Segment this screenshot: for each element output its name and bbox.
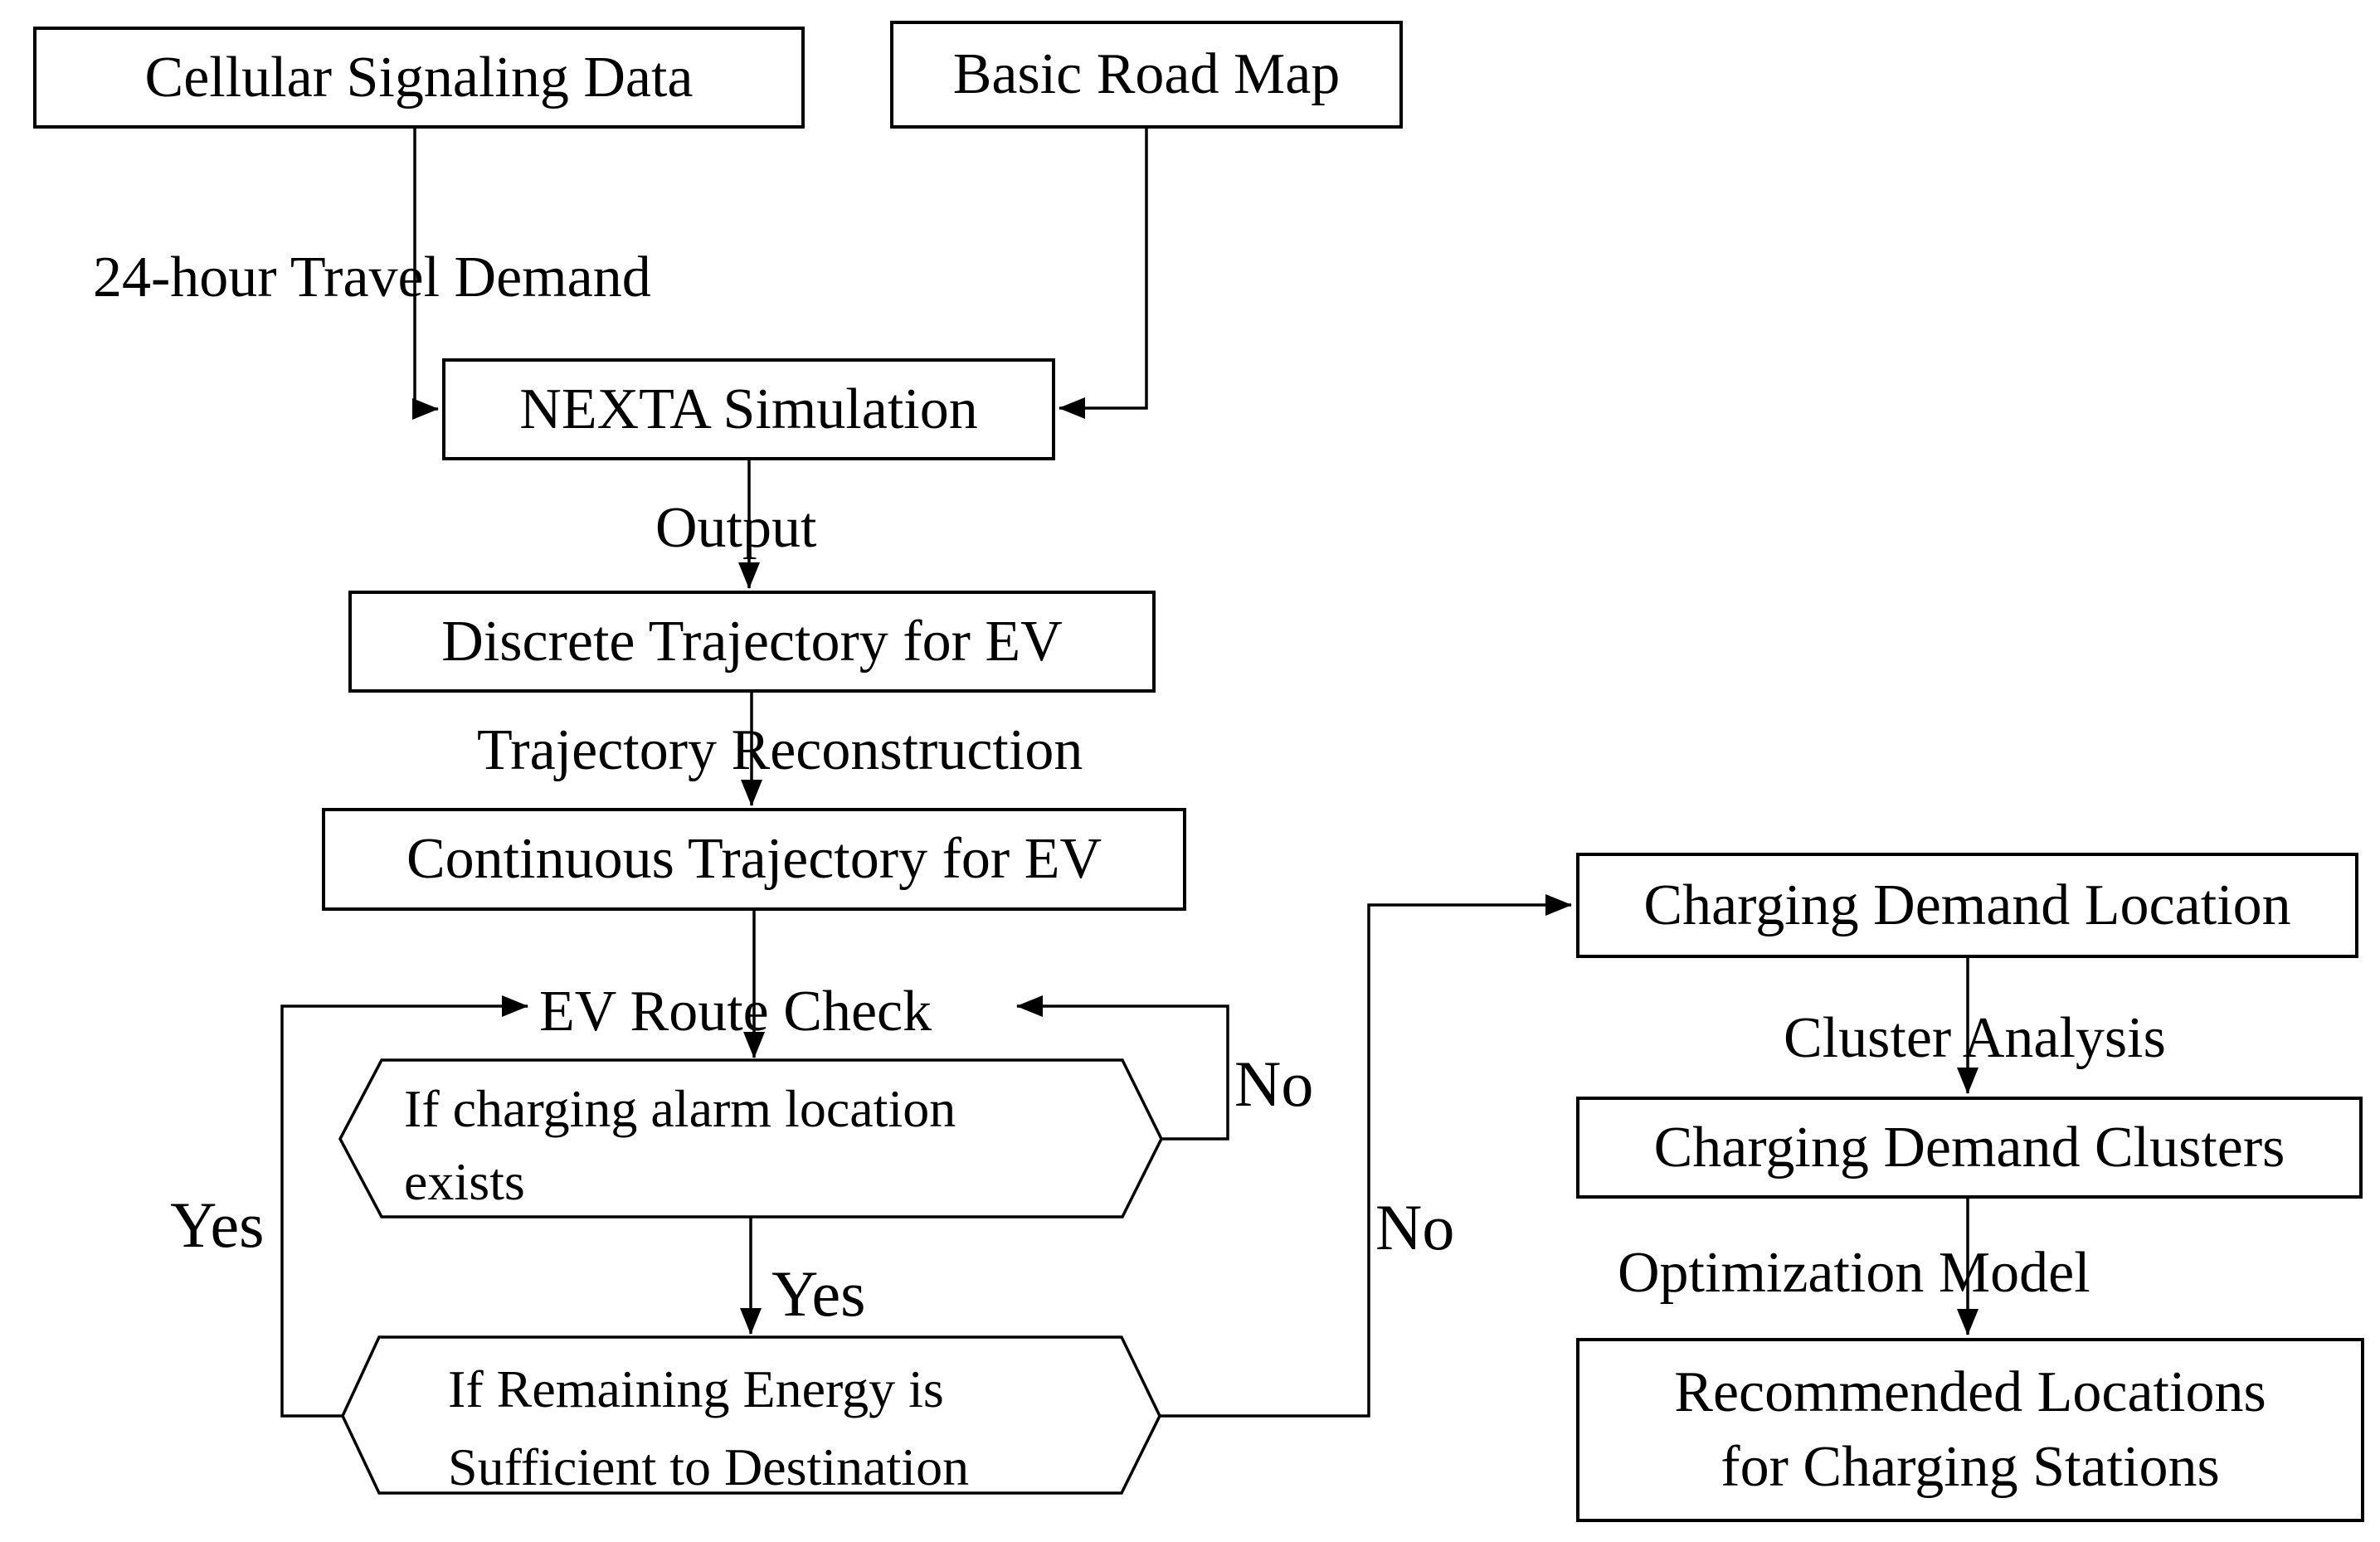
node-basic-road-map: Basic Road Map [890, 21, 1403, 129]
edge-label-yes-to-energy: Yes [771, 1257, 866, 1330]
node-discrete-trajectory: Discrete Trajectory for EV [348, 591, 1156, 693]
decision-charging-alarm-text: If charging alarm location exists [404, 1073, 956, 1219]
node-charging-demand-clusters: Charging Demand Clusters [1576, 1097, 2363, 1199]
edge-yes-loop-to-route-check [280, 995, 528, 1418]
edge-label-output: Output [655, 496, 817, 560]
node-continuous-trajectory: Continuous Trajectory for EV [322, 808, 1186, 911]
edge-label-cluster-analysis: Cluster Analysis [1784, 1006, 2166, 1070]
node-discrete-label: Discrete Trajectory for EV [441, 609, 1063, 674]
edge-label-no-alarm: No [1234, 1048, 1314, 1120]
edge-label-trajectory-reconstruction: Trajectory Reconstruction [477, 718, 1083, 782]
node-continuous-label: Continuous Trajectory for EV [406, 827, 1102, 892]
edge-label-optimization-model: Optimization Model [1618, 1241, 2090, 1305]
decision-alarm-line2: exists [404, 1152, 525, 1211]
node-ev-route-check: EV Route Check [539, 980, 932, 1043]
node-nexta-label: NEXTA Simulation [519, 377, 978, 441]
node-recommend-label-line2: for Charging Stations [1721, 1435, 2220, 1499]
edge-roadmap-to-nexta [1059, 129, 1148, 419]
decision-energy-line1: If Remaining Energy is [448, 1360, 944, 1418]
decision-remaining-energy-shape [341, 1335, 1161, 1495]
node-cellular-label: Cellular Signaling Data [144, 45, 694, 109]
edge-cellular-to-nexta [412, 129, 439, 420]
edge-label-yes-loop: Yes [170, 1189, 265, 1261]
node-cellular-signaling-data: Cellular Signaling Data [33, 27, 805, 129]
decision-charging-alarm-shape [338, 1058, 1163, 1219]
edge-energy-hex-to-demand-location [1160, 894, 1572, 1418]
edge-label-travel-demand: 24-hour Travel Demand [93, 246, 651, 309]
node-roadmap-label: Basic Road Map [952, 42, 1341, 107]
node-clusters-label: Charging Demand Clusters [1653, 1115, 2285, 1180]
edge-label-no-energy: No [1375, 1191, 1455, 1263]
decision-alarm-line1: If charging alarm location [404, 1079, 956, 1138]
node-charging-demand-location: Charging Demand Location [1576, 853, 2358, 958]
decision-energy-line2: Sufficient to Destination [448, 1437, 970, 1496]
edge-no-alarm-loop-to-route-check [1016, 995, 1229, 1141]
node-location-label: Charging Demand Location [1643, 873, 2291, 937]
node-nexta-simulation: NEXTA Simulation [442, 358, 1055, 460]
node-recommended-locations: Recommended Locations for Charging Stati… [1576, 1338, 2364, 1522]
decision-remaining-energy-text: If Remaining Energy is Sufficient to Des… [448, 1350, 969, 1506]
node-recommend-label-line1: Recommended Locations [1674, 1360, 2266, 1425]
